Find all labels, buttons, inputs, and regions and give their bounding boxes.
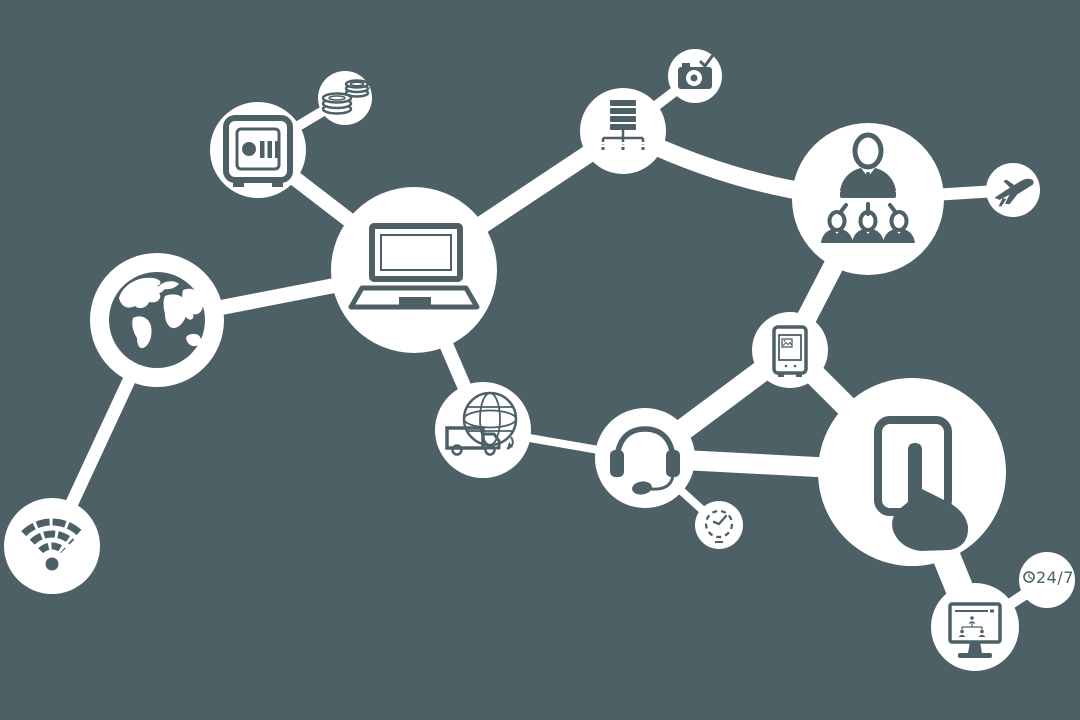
node-plane: [986, 163, 1040, 217]
node-wifi: [4, 498, 100, 594]
globe-earth-icon: [109, 272, 205, 368]
node-safe: [210, 102, 306, 198]
node-tablet: [818, 378, 1006, 566]
airplane-icon: [994, 178, 1034, 207]
orgchart-glyph: [958, 616, 986, 637]
node-headset: [595, 408, 695, 508]
laptop-icon: [348, 223, 480, 310]
wifi-icon: [21, 518, 83, 571]
node-laptop: [331, 187, 497, 353]
node-team: [792, 123, 944, 275]
monitor-orgchart-icon: [948, 602, 1002, 658]
camera-check-icon: [678, 53, 715, 89]
node-mobile: [752, 312, 828, 388]
node-coins: [318, 71, 372, 125]
clock-icon: [1023, 571, 1035, 583]
team-members: [821, 210, 915, 243]
support-247-label: 24/7: [1036, 568, 1074, 587]
dashed-clock-icon: [704, 509, 734, 543]
team-hierarchy-icon: [821, 132, 915, 243]
touch-hand: [892, 443, 969, 551]
node-camera: [668, 49, 722, 103]
node-globe: [90, 253, 224, 387]
node-support-247: 24/7: [1019, 552, 1075, 608]
node-bubble: [752, 312, 828, 388]
mobile-device-icon: [772, 325, 808, 377]
globe-truck-icon: [445, 391, 518, 456]
tablet-touch-icon: [874, 416, 969, 551]
server-network-icon: [601, 100, 645, 150]
node-logistics: [435, 382, 531, 478]
coin-stacks-icon: [321, 79, 370, 115]
safe-vault-icon: [223, 115, 293, 187]
node-monitor: [931, 583, 1019, 671]
support-headset-icon: [610, 426, 680, 495]
node-bubble: [210, 102, 306, 198]
node-bubble: [1019, 552, 1075, 608]
node-bubble: [792, 123, 944, 275]
node-clock: [695, 501, 743, 549]
node-server: [580, 88, 666, 174]
